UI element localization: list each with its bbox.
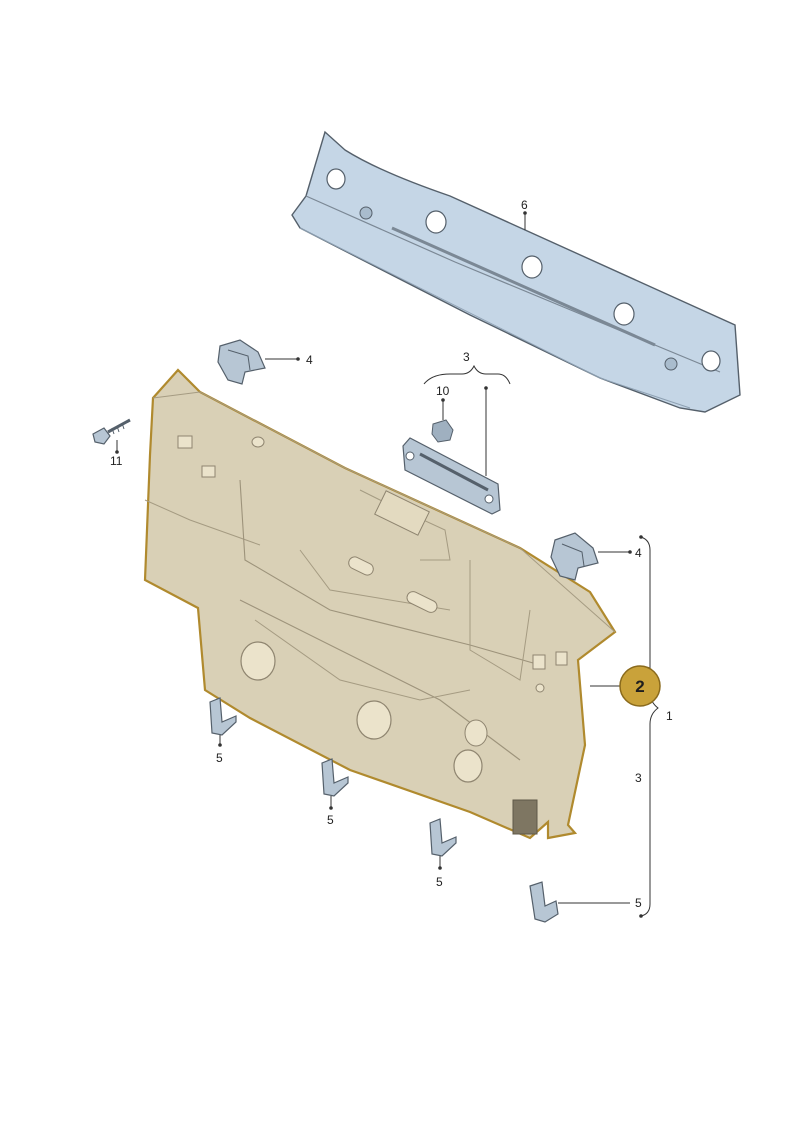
label-part-1: 1 bbox=[666, 709, 673, 723]
screw bbox=[92, 418, 131, 445]
retaining-clip-4 bbox=[529, 881, 559, 923]
highlight-badge-number: 2 bbox=[635, 677, 644, 696]
panel-square-hole bbox=[177, 435, 193, 449]
label-part-11: 11 bbox=[110, 454, 123, 468]
panel-square-hole bbox=[201, 465, 216, 478]
cross-member-bar bbox=[291, 130, 741, 413]
retaining-clip-1 bbox=[209, 697, 237, 736]
panel-slot bbox=[348, 556, 374, 576]
label-part-6: 6 bbox=[521, 198, 528, 212]
rear-panel bbox=[143, 368, 617, 840]
panel-slot bbox=[406, 591, 438, 613]
label-part-4-right: 4 bbox=[635, 546, 642, 560]
label-part-10: 10 bbox=[436, 384, 450, 398]
clip-bracket-right bbox=[550, 532, 599, 581]
panel-square-hole bbox=[555, 651, 568, 666]
label-part-5-c: 5 bbox=[436, 875, 443, 889]
highlight-badge-part-2[interactable]: 2 bbox=[619, 665, 661, 707]
bar-weld-nut bbox=[664, 357, 678, 371]
label-part-5-right: 5 bbox=[635, 896, 642, 910]
panel-small-hole bbox=[535, 683, 545, 693]
bar-hole bbox=[326, 168, 346, 190]
panel-hole bbox=[240, 641, 276, 681]
panel-square-hole bbox=[532, 654, 546, 670]
panel-hole bbox=[453, 749, 483, 783]
panel-hole bbox=[356, 700, 392, 740]
retaining-clip-3 bbox=[429, 818, 457, 857]
bar-weld-nut bbox=[359, 206, 373, 220]
label-part-5-a: 5 bbox=[216, 751, 223, 765]
leader-lines bbox=[115, 211, 659, 918]
bar-hole bbox=[701, 350, 721, 372]
bracket-hole bbox=[405, 451, 415, 461]
panel-vent bbox=[512, 799, 538, 835]
label-part-3-top: 3 bbox=[463, 350, 470, 364]
bar-hole bbox=[613, 302, 635, 326]
panel-bracket-pad bbox=[374, 490, 430, 536]
square-nut bbox=[431, 419, 454, 443]
panel-hole bbox=[251, 436, 265, 448]
bar-hole bbox=[425, 210, 447, 234]
mounting-bracket bbox=[402, 437, 501, 515]
clip-bracket-top bbox=[217, 339, 266, 385]
label-part-4-top: 4 bbox=[306, 353, 313, 367]
bar-hole bbox=[521, 255, 543, 279]
label-part-5-b: 5 bbox=[327, 813, 334, 827]
bracket-hole bbox=[484, 494, 494, 504]
retaining-clip-2 bbox=[321, 758, 349, 797]
panel-hole bbox=[464, 719, 488, 747]
label-part-3-right: 3 bbox=[635, 771, 642, 785]
highlight-badge-circle[interactable] bbox=[619, 665, 661, 707]
